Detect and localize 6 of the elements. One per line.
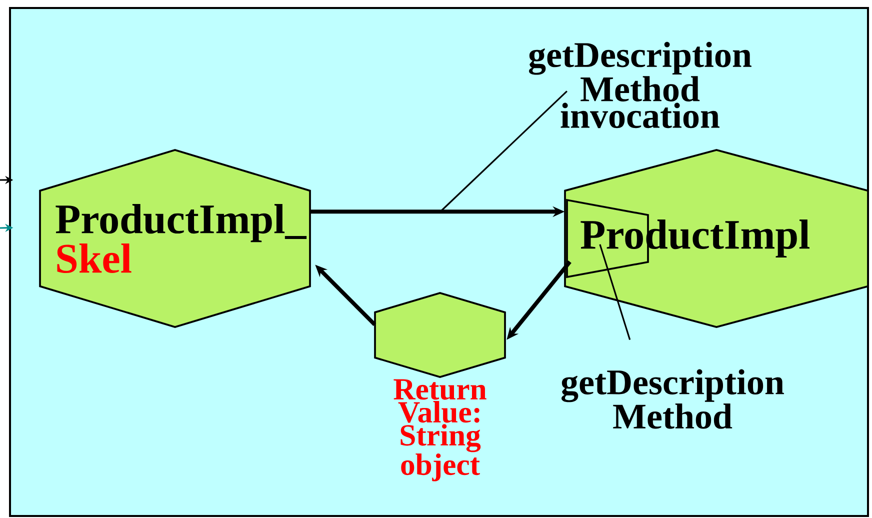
hexagon: ProductImpl_ Skel [39, 149, 311, 328]
leader-line [439, 90, 568, 213]
callout-text: getDescription Method [561, 369, 784, 429]
leader-line [599, 244, 631, 340]
hexagon-label: Return Value: String object [394, 379, 486, 482]
callout-text: getDescription Method invocation [528, 42, 752, 128]
